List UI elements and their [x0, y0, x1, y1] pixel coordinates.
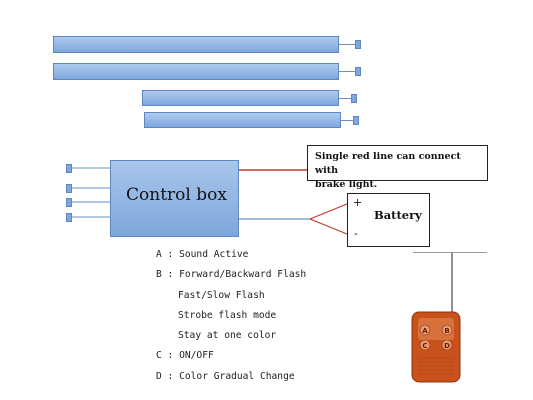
legend-line-b-4: Stay at one color	[178, 330, 277, 341]
connector-plug-icon	[355, 67, 361, 76]
strip-3-lead	[339, 98, 351, 99]
divider-line	[413, 252, 487, 253]
legend-line-d: D : Color Gradual Change	[156, 371, 295, 382]
control-box: Control box	[110, 160, 239, 237]
strip-2-lead	[339, 71, 355, 72]
battery-label: Battery	[374, 208, 422, 222]
connector-plug-icon	[66, 164, 72, 173]
battery-minus-terminal: -	[354, 227, 358, 240]
strip-1-lead	[339, 44, 355, 45]
led-strip-2	[53, 63, 339, 80]
remote-control-icon	[411, 311, 461, 383]
led-strip-1	[53, 36, 339, 53]
legend-line-b-2: Fast/Slow Flash	[178, 290, 265, 301]
connector-plug-icon	[353, 116, 359, 125]
led-strip-4	[144, 112, 341, 128]
connector-plug-icon	[351, 94, 357, 103]
legend-line-b: B : Forward/Backward Flash	[156, 269, 307, 280]
callout-line-1: Single red line can connect with	[315, 151, 461, 176]
led-strip-3	[142, 90, 339, 106]
brake-light-callout: Single red line can connect with brake l…	[307, 145, 488, 190]
callout-line-2: brake light.	[315, 179, 378, 190]
battery-plus-terminal: +	[353, 196, 363, 209]
strip-4-lead	[341, 120, 353, 121]
legend-line-c: C : ON/OFF	[156, 350, 214, 361]
connector-plug-icon	[66, 213, 72, 222]
connector-plug-icon	[66, 198, 72, 207]
battery-wire-plus	[309, 203, 348, 220]
connector-plug-icon	[355, 40, 361, 49]
control-box-label: Control box	[126, 185, 227, 205]
battery-box: + Battery -	[347, 193, 430, 247]
connector-plug-icon	[66, 184, 72, 193]
battery-wire-minus	[309, 218, 348, 235]
legend-line-b-3: Strobe flash mode	[178, 310, 277, 321]
legend-line-a: A : Sound Active	[156, 249, 249, 260]
